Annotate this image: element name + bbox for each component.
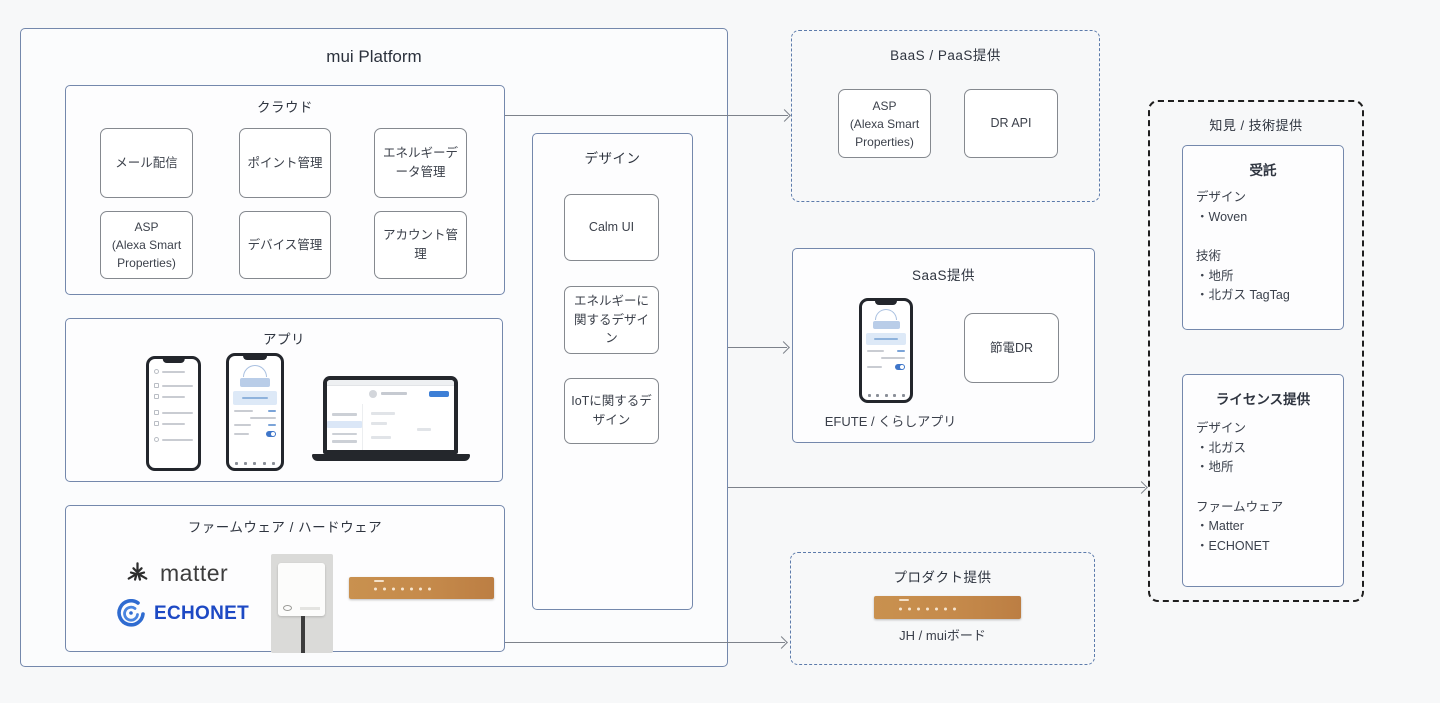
list-item: ・地所 [1196,460,1234,474]
laptop-ui-primary-button [429,391,449,397]
gateway-device-photo [271,554,333,653]
matter-icon [127,562,148,581]
license-box: ライセンス提供 デザイン ・北ガス ・地所 ファームウェア ・Matter ・E… [1182,374,1344,587]
phone-notch [243,356,267,360]
design-group-box: デザイン Calm UI エネルギーに関するデザイン IoTに関するデザイン [532,133,693,610]
license-list: デザイン ・北ガス ・地所 ファームウェア ・Matter ・ECHONET [1196,419,1337,556]
saas-box: SaaS提供 節電DR EFUTE / くらしアプリ [792,248,1095,443]
arrow-cloud-to-baas [505,115,788,116]
app-group-box: アプリ [65,318,503,482]
saas-title: SaaS提供 [911,268,976,283]
echonet-label: ECHONET [154,603,249,624]
list-item: ・北ガス [1196,440,1247,455]
status-banner [233,391,277,405]
knowledge-title: 知見 / 技術提供 [1209,118,1303,133]
design-item-calm-ui: Calm UI [564,194,659,261]
consignment-title: 受託 [1249,163,1277,178]
design-title: デザイン [584,151,641,166]
cloud-item-device-mgmt: デバイス管理 [239,211,331,279]
baas-item-dr-api: DR API [964,89,1058,158]
echonet-logo: ECHONET [116,599,249,629]
product-caption: JH / muiボード [899,628,986,643]
baas-paas-box: BaaS / PaaS提供 ASP (Alexa Smart Propertie… [791,30,1100,202]
tab-bar-icons [862,394,910,397]
design-item-energy: エネルギーに関するデザイン [564,286,659,354]
laptop-ui-sidebar [327,404,363,450]
list-item: ・地所 [1196,268,1234,283]
saas-smartphone-mockup [859,298,913,403]
saas-caption: EFUTE / くらしアプリ [824,414,957,429]
tab-bar-icons [229,462,281,465]
cloud-item-account-mgmt: アカウント管理 [374,211,467,279]
laptop-base [312,454,470,461]
toggle-icon [895,364,905,370]
device-illustration-icon [243,365,267,377]
laptop-ui-avatar [369,390,377,398]
list-item: ・Matter [1196,519,1244,533]
baas-title: BaaS / PaaS提供 [890,48,1001,63]
arrow-firmware-to-product [505,642,785,643]
firmware-title: ファームウェア / ハードウェア [187,520,383,535]
mui-board-photo [349,577,494,599]
saas-item-setsuden-dr: 節電DR [964,313,1059,383]
baas-item-asp: ASP (Alexa Smart Properties) [838,89,931,158]
group-label: デザイン [1196,190,1247,204]
product-box: プロダクト提供 JH / muiボード [790,552,1095,665]
firmware-group-box: ファームウェア / ハードウェア matter ECHONET [65,505,505,653]
matter-logo: matter [124,560,228,587]
echonet-icon [117,599,145,627]
phone-notch [162,359,185,363]
toggle-icon [266,431,276,437]
app-title: アプリ [263,332,305,347]
group-label: デザイン [1196,421,1247,435]
mui-board-product-photo [874,596,1021,619]
cloud-group-box: クラウド メール配信 ポイント管理 エネルギーデータ管理 ASP (Alexa … [65,85,505,295]
list-item: ・ECHONET [1196,538,1270,553]
cloud-title: クラウド [257,100,313,115]
arrow-platform-to-saas [728,347,787,348]
smartphone-mockup-settings [146,356,201,471]
knowledge-box: 知見 / 技術提供 受託 デザイン ・Woven 技術 ・地所 ・北ガス Tag… [1148,100,1364,602]
license-title: ライセンス提供 [1215,392,1311,407]
cloud-item-mail: メール配信 [100,128,193,198]
design-item-iot: IoTに関するデザイン [564,378,659,444]
smartphone-mockup-energy [226,353,284,471]
group-label: ファームウェア [1196,499,1284,514]
product-title: プロダクト提供 [893,570,992,585]
cloud-item-points: ポイント管理 [239,128,331,198]
platform-title: mui Platform [326,47,422,66]
phone-notch [874,301,898,305]
group-label: 技術 [1196,249,1222,263]
laptop-screen [323,376,458,454]
list-item: ・北ガス TagTag [1196,288,1290,302]
cloud-item-asp: ASP (Alexa Smart Properties) [100,211,193,279]
consignment-box: 受託 デザイン ・Woven 技術 ・地所 ・北ガス TagTag [1182,145,1344,330]
cloud-item-energy-data: エネルギーデータ管理 [374,128,467,198]
consignment-list: デザイン ・Woven 技術 ・地所 ・北ガス TagTag [1196,188,1337,306]
arrow-platform-to-knowledge [728,487,1145,488]
matter-label: matter [160,560,229,586]
list-item: ・Woven [1196,209,1248,224]
